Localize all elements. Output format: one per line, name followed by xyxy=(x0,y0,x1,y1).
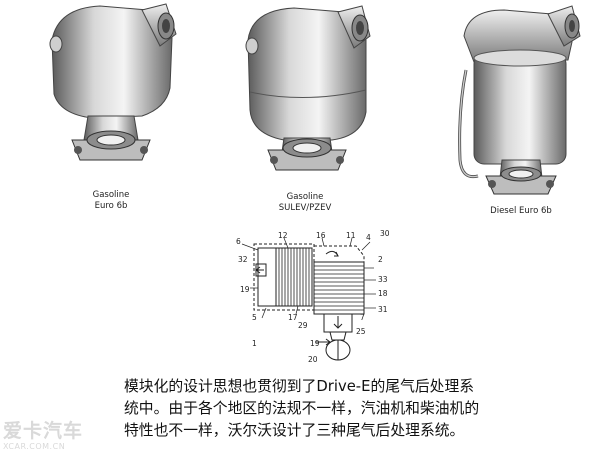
callout-2: 2 xyxy=(378,255,383,264)
watermark-main: 爱卡汽车 xyxy=(3,420,84,442)
catalyst-gasoline-euro6b: Gasoline Euro 6b xyxy=(38,0,184,230)
callout-19-upper: 19 xyxy=(240,285,250,294)
caption-line: 模块化的设计思想也贯彻到了Drive-E的尾气后处理系 xyxy=(124,378,475,395)
unit-label: Gasoline Euro 6b xyxy=(92,190,130,211)
caption-line: 特性也不一样，沃尔沃设计了三种尾气后处理系统。 xyxy=(124,422,465,439)
watermark-sub: XCAR.COM.CN xyxy=(3,442,66,451)
callout-5: 5 xyxy=(252,313,257,322)
callout-6: 6 xyxy=(236,237,241,246)
callout-1: 1 xyxy=(252,339,257,348)
callout-11: 11 xyxy=(346,231,356,240)
catalyst-image xyxy=(458,5,581,195)
callout-16: 16 xyxy=(316,231,326,240)
catalyst-gasoline-sulev: Gasoline SULEV/PZEV xyxy=(232,0,378,230)
callout-30: 30 xyxy=(380,229,390,238)
callout-18: 18 xyxy=(378,289,388,298)
callout-17: 17 xyxy=(288,313,298,322)
callout-20: 20 xyxy=(308,355,318,364)
catalyst-diesel-euro6b: Diesel Euro 6b xyxy=(444,0,594,230)
callout-33: 33 xyxy=(378,275,388,284)
callout-12: 12 xyxy=(278,231,288,240)
catalyst-image xyxy=(245,5,371,171)
substrate-left xyxy=(275,247,313,307)
catalyst-image xyxy=(49,3,177,161)
unit-label: Gasoline SULEV/PZEV xyxy=(278,192,332,213)
patent-diagram-drawing: 6 12 16 11 4 30 32 2 33 19 18 31 5 17 29… xyxy=(236,229,390,364)
substrate-right xyxy=(313,261,365,315)
unit-label: Diesel Euro 6b xyxy=(490,206,552,216)
callout-25: 25 xyxy=(356,327,366,336)
callout-4: 4 xyxy=(366,233,371,242)
watermark-logo: 爱卡汽车 XCAR.COM.CN xyxy=(3,420,87,452)
caption-text: 模块化的设计思想也贯彻到了Drive-E的尾气后处理系 统中。由于各个地区的法规… xyxy=(124,376,604,442)
callout-31: 31 xyxy=(378,305,388,314)
caption-line: 统中。由于各个地区的法规不一样，汽油机和柴油机的 xyxy=(124,400,480,417)
patent-diagram: 6 12 16 11 4 30 32 2 33 19 18 31 5 17 29… xyxy=(226,228,402,370)
callout-32: 32 xyxy=(238,255,248,264)
callout-29: 29 xyxy=(298,321,308,330)
callout-19-lower: 19 xyxy=(310,339,320,348)
callout-7: 7 xyxy=(360,313,365,322)
